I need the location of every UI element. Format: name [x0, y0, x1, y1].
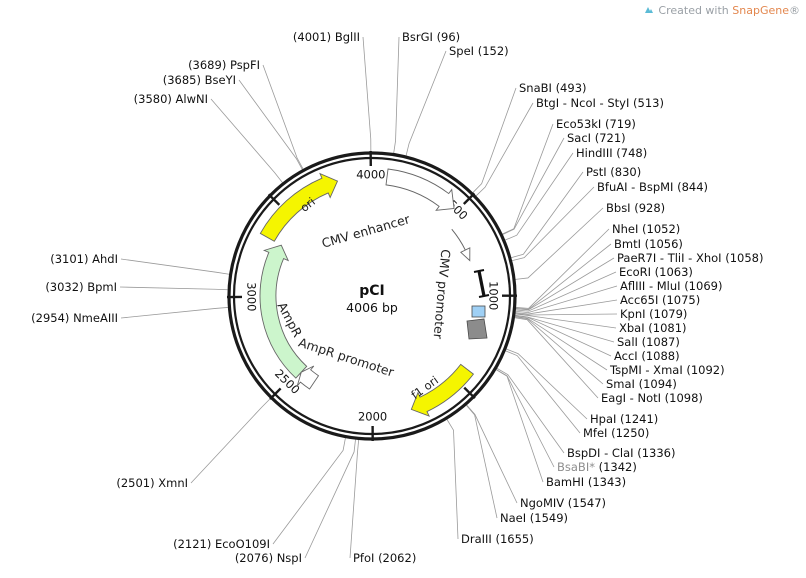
site-label-bsabi-: BsaBI* (1342)	[557, 460, 637, 474]
site-label-hindiii: HindIII (748)	[576, 146, 647, 160]
site-label-rest: (1342)	[595, 460, 637, 474]
site-label-bsrgi: BsrGI (96)	[402, 30, 460, 44]
cmv-promoter-hidden-arrow	[452, 230, 470, 261]
site-leader-line	[503, 138, 564, 234]
site-leader-line	[516, 229, 609, 308]
cmv-promoter-label: CMV promoter	[431, 249, 454, 341]
site-leader-line	[239, 80, 302, 169]
plasmid-name: pCI	[359, 283, 385, 299]
site-leader-line	[305, 440, 355, 558]
site-label-nhei: NheI (1052)	[612, 222, 680, 236]
site-label-acc65i: Acc65I (1075)	[620, 293, 700, 307]
site-label-snabi: SnaBI (493)	[519, 81, 587, 95]
site-leader-line	[515, 317, 603, 384]
site-label-naei: NaeI (1549)	[500, 511, 568, 525]
watermark-prefix: Created with	[658, 4, 732, 17]
site-leader-line	[473, 88, 516, 193]
snapgene-watermark: Created with SnapGene®	[644, 4, 800, 17]
mcs-ibeam-marker	[479, 271, 484, 296]
watermark-suffix: ®	[789, 4, 800, 17]
site-leader-line	[506, 351, 580, 433]
site-leader-line	[211, 99, 282, 183]
site-leader-line	[515, 318, 598, 398]
site-leader-line	[120, 287, 228, 290]
site-label-ahdi: (3101) AhdI	[50, 252, 118, 266]
site-label-btgi-ncoi-styi: BtgI - NcoI - StyI (513)	[536, 96, 664, 110]
site-leader-line	[191, 399, 270, 483]
site-label-xbai: XbaI (1081)	[619, 321, 687, 335]
site-leader-line	[476, 103, 533, 196]
tick-label: 3000	[244, 282, 258, 311]
site-label-spei: SpeI (152)	[449, 44, 509, 58]
site-label-bspdi-clai: BspDI - ClaI (1336)	[567, 446, 675, 460]
site-label-afliii-mlui: AflIII - MluI (1069)	[620, 279, 722, 293]
site-leader-line	[263, 65, 303, 169]
site-label-muted-part: BsaBI*	[557, 460, 595, 474]
site-leader-line	[496, 370, 554, 467]
site-leader-line	[447, 420, 458, 539]
site-label-eagi-noti: EagI - NotI (1098)	[601, 391, 703, 405]
snapgene-logo-icon	[644, 5, 654, 15]
site-label-bglii: (4001) BglII	[293, 30, 360, 44]
site-leader-line	[516, 208, 603, 279]
plasmid-size: 4006 bp	[346, 300, 398, 315]
tick-label: 2000	[358, 409, 387, 423]
site-label-alwni: (3580) AlwNI	[134, 92, 208, 106]
site-label-bpmi: (3032) BpmI	[45, 280, 117, 294]
site-label-paer7i-tlii-xhoi: PaeR7I - TliI - XhoI (1058)	[617, 251, 763, 265]
intron-blue-box	[472, 306, 485, 317]
site-label-ngomiv: NgoMIV (1547)	[520, 496, 606, 510]
site-leader-line	[515, 315, 614, 342]
mcs-markers	[467, 270, 489, 339]
site-label-kpni: KpnI (1079)	[620, 307, 687, 321]
site-label-ecori: EcoRI (1063)	[619, 265, 693, 279]
site-leader-line	[121, 307, 228, 318]
site-label-nspi: (2076) NspI	[235, 551, 302, 565]
site-label-acci: AccI (1088)	[614, 349, 680, 363]
site-leader-line	[496, 370, 543, 482]
site-leader-line	[466, 405, 497, 518]
site-label-smai: SmaI (1094)	[606, 377, 677, 391]
site-label-bbsi: BbsI (928)	[606, 201, 665, 215]
site-leader-line	[273, 438, 345, 544]
mcs-ibeam-top	[474, 270, 484, 272]
site-leader-line	[394, 37, 399, 153]
site-label-bamhi: BamHI (1343)	[546, 475, 626, 489]
plasmid-center-label: pCI 4006 bp	[346, 283, 398, 315]
site-leader-line	[503, 124, 553, 234]
site-label-bseyi: (3685) BseYI	[163, 73, 236, 87]
site-label-eco53ki: Eco53kI (719)	[556, 117, 636, 131]
watermark-brand: SnapGene	[732, 4, 789, 17]
site-label-mfei: MfeI (1250)	[583, 426, 649, 440]
site-leader-line	[467, 405, 517, 503]
ori-arrow	[260, 174, 337, 242]
site-label-nmeaiii: (2954) NmeAIII	[31, 311, 118, 325]
site-label-xmni: (2501) XmnI	[116, 476, 188, 490]
site-label-tspmi-xmai: TspMI - XmaI (1092)	[609, 363, 725, 377]
site-label-psti: PstI (830)	[586, 165, 641, 179]
site-leader-line	[516, 272, 616, 311]
site-label-bfuai-bspmi: BfuAI - BspMI (844)	[597, 180, 708, 194]
site-labels: (4001) BglII BsrGI (96)SpeI (152) SnaBI (4…	[31, 30, 763, 565]
site-label-bmti: BmtI (1056)	[614, 237, 683, 251]
intron-gray-box	[467, 319, 487, 339]
site-leader-line	[406, 51, 446, 156]
site-leader-line	[516, 258, 614, 310]
tick-label: 4000	[356, 168, 385, 182]
site-leader-line	[363, 37, 371, 152]
site-label-pspfi: (3689) PspFI	[188, 58, 260, 72]
site-label-saci: SacI (721)	[567, 131, 626, 145]
site-leader-line	[497, 368, 564, 453]
cmv-enhancer-arrow	[386, 169, 454, 210]
site-label-draiii: DraIII (1655)	[461, 532, 534, 546]
site-leader-line	[516, 244, 611, 309]
site-label-pfoi: PfoI (2062)	[353, 551, 416, 565]
site-label-hpai: HpaI (1241)	[590, 412, 658, 426]
site-label-sali: SalI (1087)	[617, 335, 680, 349]
cmv-enhancer-label: CMV enhancer	[320, 211, 412, 251]
site-label-ecoo109i: (2121) EcoO109I	[173, 537, 270, 551]
site-leader-line	[121, 259, 229, 274]
